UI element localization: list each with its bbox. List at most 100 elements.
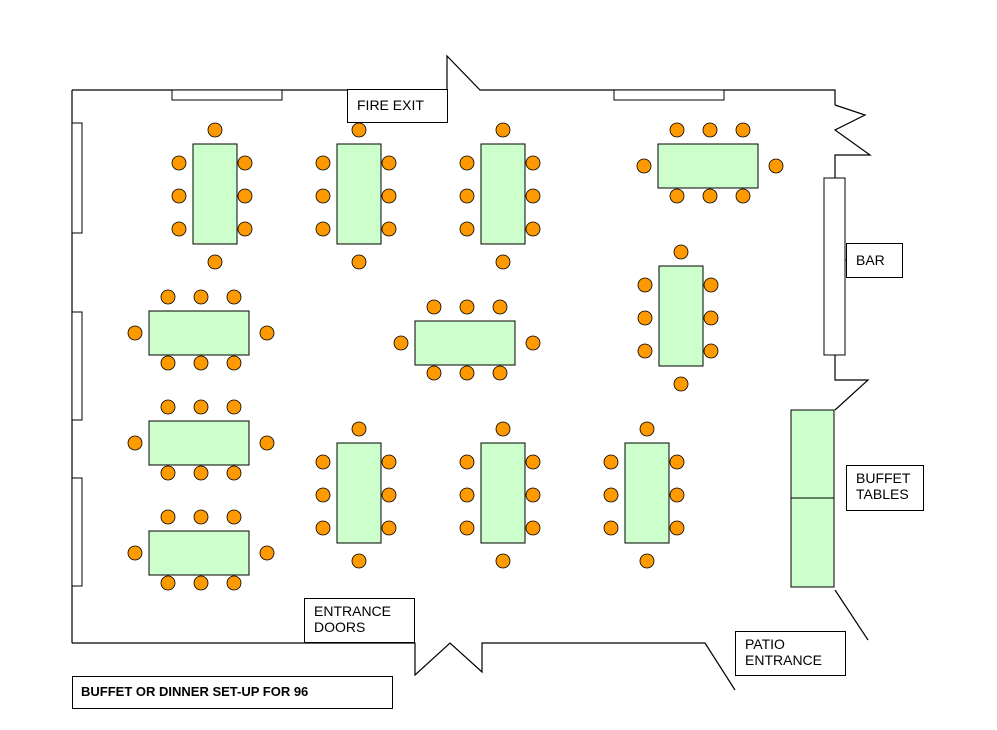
chair [669, 454, 685, 470]
chair [639, 553, 655, 569]
chair [459, 221, 475, 237]
chair [207, 122, 223, 138]
chair [127, 545, 143, 561]
chair [315, 454, 331, 470]
chair [351, 254, 367, 270]
chair [381, 155, 397, 171]
chair [315, 221, 331, 237]
chair [702, 122, 718, 138]
chair [703, 277, 719, 293]
chair [160, 289, 176, 305]
dining-table [624, 442, 670, 544]
chair [193, 465, 209, 481]
chair [315, 487, 331, 503]
chair [603, 520, 619, 536]
chair [160, 399, 176, 415]
chair [171, 188, 187, 204]
chair [393, 335, 409, 351]
chair [735, 188, 751, 204]
windows [71, 89, 725, 587]
dining-table [148, 530, 250, 576]
chair [351, 421, 367, 437]
chair [193, 289, 209, 305]
chair [703, 343, 719, 359]
chair [669, 188, 685, 204]
chair [226, 465, 242, 481]
chair [160, 575, 176, 591]
chair [226, 355, 242, 371]
chair [381, 520, 397, 536]
bar-counter [823, 177, 846, 356]
chair [171, 155, 187, 171]
chair [492, 365, 508, 381]
chair [381, 221, 397, 237]
chair [160, 355, 176, 371]
chair [459, 299, 475, 315]
chair [381, 188, 397, 204]
chair [193, 399, 209, 415]
chair [226, 399, 242, 415]
chair [525, 155, 541, 171]
dining-table [657, 143, 759, 189]
chair [315, 520, 331, 536]
chair [495, 553, 511, 569]
chair [127, 435, 143, 451]
chair [237, 221, 253, 237]
chair [525, 520, 541, 536]
chair [673, 244, 689, 260]
buffet-table-bottom [790, 497, 835, 588]
chair [459, 520, 475, 536]
chair [426, 299, 442, 315]
chair [426, 365, 442, 381]
chair [459, 155, 475, 171]
chair [495, 254, 511, 270]
chair [127, 325, 143, 341]
chair [669, 520, 685, 536]
buffet-table-top [790, 409, 835, 499]
chair [525, 335, 541, 351]
chair [702, 188, 718, 204]
chair [237, 155, 253, 171]
chair [459, 454, 475, 470]
chair [226, 509, 242, 525]
buffet-tables-label: BUFFET TABLES [846, 465, 924, 511]
dining-table [148, 310, 250, 356]
chair [603, 454, 619, 470]
chair [459, 365, 475, 381]
chair [381, 454, 397, 470]
patio-entrance-label: PATIO ENTRANCE [735, 631, 846, 676]
chair [525, 188, 541, 204]
chair [351, 553, 367, 569]
chair [237, 188, 253, 204]
chair [171, 221, 187, 237]
dining-table [480, 143, 526, 245]
chair [639, 421, 655, 437]
chair [160, 509, 176, 525]
chair [637, 310, 653, 326]
dining-table [148, 420, 250, 466]
chair [351, 122, 367, 138]
chair [193, 355, 209, 371]
dining-table [192, 143, 238, 245]
chair [492, 299, 508, 315]
chair [459, 487, 475, 503]
chair [259, 325, 275, 341]
chair [637, 277, 653, 293]
chair [525, 454, 541, 470]
chair [495, 421, 511, 437]
dining-table [414, 320, 516, 366]
bar-label: BAR [846, 243, 903, 278]
dining-table [336, 442, 382, 544]
chair [459, 188, 475, 204]
chair [525, 221, 541, 237]
chair [673, 376, 689, 392]
chair [636, 158, 652, 174]
chair [669, 122, 685, 138]
entrance-doors-label: ENTRANCE DOORS [304, 598, 415, 643]
setup-caption: BUFFET OR DINNER SET-UP FOR 96 [72, 676, 393, 709]
chair [603, 487, 619, 503]
chair [315, 188, 331, 204]
chair [226, 575, 242, 591]
chair [259, 545, 275, 561]
chair [495, 122, 511, 138]
